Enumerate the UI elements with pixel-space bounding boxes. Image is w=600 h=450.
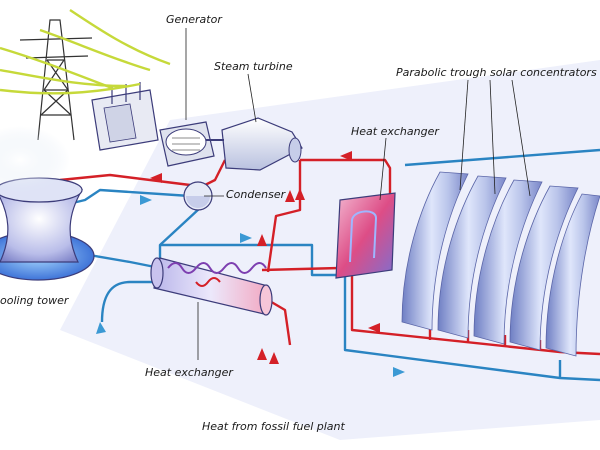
condenser	[183, 181, 213, 211]
arrow-cold-1	[140, 195, 152, 205]
hx-cold-loop	[160, 243, 350, 277]
heat-exchanger-top	[335, 192, 396, 279]
generator	[159, 121, 224, 167]
parabolic-trough-array	[401, 171, 600, 357]
arrow-hot-2	[340, 151, 352, 161]
arrow-cold-2	[240, 233, 252, 243]
arrow-cold-4	[96, 322, 106, 334]
flow-arrows	[96, 151, 405, 377]
hot-top-header	[300, 158, 392, 198]
heat-exchanger-bottom	[150, 257, 273, 316]
label-fossil-heat: Heat from fossil fuel plant	[202, 420, 345, 433]
arrow-hot-up-1	[257, 348, 267, 360]
trough-3	[473, 179, 543, 345]
label-cooling-tower: ooling tower	[0, 294, 69, 307]
arrow-hot-6	[368, 323, 380, 333]
label-generator: Generator	[166, 13, 222, 26]
condenser-to-generator-pipe	[59, 173, 191, 187]
trough-4	[509, 185, 579, 351]
arrow-hot-5	[257, 234, 267, 246]
arrow-hot-1	[150, 173, 162, 183]
arrow-hot-4	[285, 190, 295, 202]
field-hot-header	[350, 268, 600, 356]
label-steam-turbine: Steam turbine	[214, 60, 293, 73]
arrow-hot-up-2	[269, 352, 279, 364]
arrow-cold-3	[393, 367, 405, 377]
label-heat-exchanger-top: Heat exchanger	[351, 125, 439, 138]
substation	[91, 82, 159, 151]
turbine-to-condenser-pipe	[204, 159, 227, 187]
arrow-hot-3	[295, 188, 305, 200]
power-lines	[0, 9, 171, 95]
transmission-tower	[19, 19, 93, 141]
hot-pipes	[59, 158, 600, 356]
steam-turbine	[221, 117, 303, 171]
label-condenser: Condenser	[226, 188, 286, 201]
trough-1	[401, 171, 469, 331]
fossil-hot-pipe	[267, 298, 292, 346]
steam-cloud	[0, 126, 70, 194]
field-cold-header	[343, 270, 600, 382]
field-cold-back	[404, 148, 600, 167]
leader-lines	[185, 28, 531, 360]
trough-2	[437, 175, 507, 339]
turbine-hot-riser	[266, 160, 302, 273]
blue-drain-pipe	[100, 280, 155, 323]
trough-5	[545, 193, 600, 357]
label-parabolic-trough: Parabolic trough solar concentrators	[396, 66, 597, 79]
cooling-tower	[0, 126, 95, 281]
label-heat-exchanger-bottom: Heat exchanger	[145, 366, 233, 379]
